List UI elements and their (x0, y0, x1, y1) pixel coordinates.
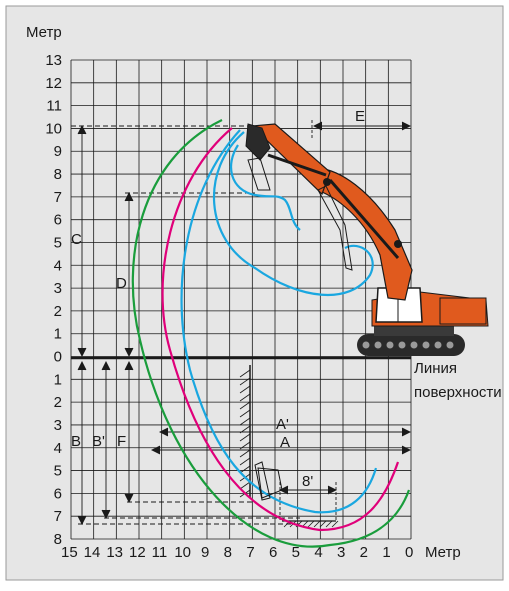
unit-label-top: Метр (26, 24, 62, 41)
y-tick-label: 6 (54, 485, 62, 502)
x-tick-label: 11 (152, 544, 168, 561)
label-d: D (116, 275, 127, 292)
y-tick-label: 6 (54, 212, 62, 229)
excavator-boom (317, 167, 413, 301)
y-tick-label: 12 (45, 75, 62, 92)
y-tick-label: 7 (54, 189, 62, 206)
y-tick-label: 8 (54, 166, 62, 183)
x-tick-label: 4 (314, 544, 322, 561)
excavator (245, 123, 489, 356)
label-a-prime: A' (276, 416, 289, 433)
x-tick-label: 14 (84, 544, 101, 561)
excavator-undercarriage (374, 324, 454, 336)
label-b-prime: B' (92, 433, 105, 450)
x-tick-label: 1 (382, 544, 390, 561)
y-tick-label: 9 (54, 143, 62, 160)
dimension-letters: C D B B' F A' A E 8' (71, 108, 365, 490)
label-b: B (71, 433, 81, 450)
y-tick-label: 5 (54, 234, 62, 251)
curve-reach-cyan-outer (180, 129, 378, 514)
x-tick-label: 6 (269, 544, 277, 561)
y-tick-label: 2 (54, 303, 62, 320)
curve-reach-cyan-inner (213, 131, 374, 296)
label-e: E (355, 108, 365, 125)
y-tick-label: 0 (54, 349, 62, 366)
excavator-counterweight (439, 297, 487, 325)
y-tick-label: 4 (54, 257, 62, 274)
unit-label-bottom: Метр (425, 544, 461, 561)
x-tick-label: 12 (129, 544, 146, 561)
excavator-arm (250, 123, 331, 196)
curve-bucket-arc-cyan (229, 144, 301, 231)
curve-max-reach-green (131, 119, 411, 548)
x-tick-label: 13 (106, 544, 123, 561)
y-tick-label: 3 (54, 280, 62, 297)
arm-cylinder (267, 153, 327, 177)
y-tick-label: 8 (54, 531, 62, 548)
surface-label-line2: поверхности (414, 384, 502, 401)
y-tick-label: 4 (54, 440, 62, 457)
dimension-lines (71, 120, 412, 526)
x-tick-label: 2 (360, 544, 368, 561)
y-tick-label: 2 (54, 394, 62, 411)
y-tick-label: 10 (45, 120, 62, 137)
x-tick-label: 8 (224, 544, 232, 561)
x-tick-label: 3 (337, 544, 345, 561)
x-tick-label: 7 (246, 544, 254, 561)
surface-label-line1: Линия (414, 360, 457, 377)
y-tick-label: 13 (45, 52, 62, 69)
x-tick-label: 9 (201, 544, 209, 561)
boom-cylinder (328, 179, 400, 259)
label-a: A (280, 434, 290, 451)
x-tick-label: 15 (61, 544, 78, 561)
y-tick-label: 7 (54, 508, 62, 525)
boom-ghost-positions (247, 157, 353, 501)
curve-reach-magenta (161, 127, 400, 532)
label-eight-prime: 8' (302, 473, 313, 490)
excavator-bucket (245, 123, 271, 161)
y-tick-label: 1 (54, 326, 62, 343)
y-tick-label: 1 (54, 371, 62, 388)
y-tick-label: 5 (54, 463, 62, 480)
label-f: F (117, 433, 126, 450)
label-c: C (71, 231, 82, 248)
x-tick-label: 10 (174, 544, 191, 561)
y-tick-label: 11 (46, 98, 62, 115)
working-range-curves (131, 119, 411, 548)
x-tick-label: 0 (405, 544, 413, 561)
y-tick-label: 3 (54, 417, 62, 434)
x-tick-label: 5 (292, 544, 300, 561)
